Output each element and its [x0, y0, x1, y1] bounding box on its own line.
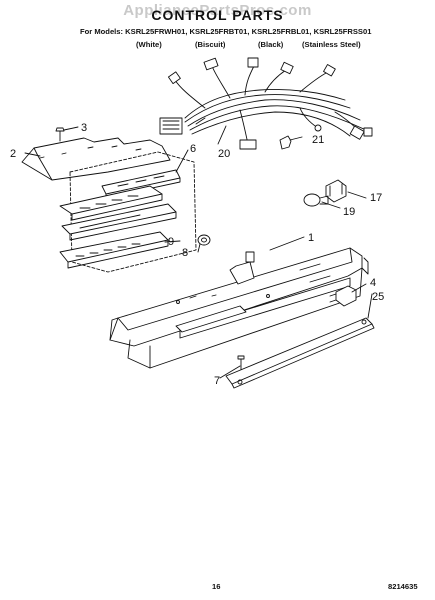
finish-white: (White) [136, 40, 162, 49]
finish-black: (Black) [258, 40, 284, 49]
page-number: 16 [212, 582, 221, 591]
callout-2: 2 [10, 148, 16, 160]
document-number: 8214635 [388, 582, 418, 591]
callout-9: 9 [168, 236, 174, 248]
callout-25: 25 [372, 291, 384, 303]
harness-clip [279, 135, 292, 150]
callout-17: 17 [370, 192, 382, 204]
display-board [61, 203, 177, 241]
callout-6: 6 [190, 143, 196, 155]
callout-20: 20 [218, 148, 230, 160]
models-line: For Models: KSRL25FRWH01, KSRL25FRBT01, … [80, 27, 372, 36]
circuit-board-9 [59, 231, 169, 269]
watermark: AppliancePartsPros.com [123, 2, 312, 19]
control-housing [109, 247, 369, 369]
lamp-socket [325, 179, 347, 203]
callout-19: 19 [343, 206, 355, 218]
harness-connectors [159, 57, 373, 150]
finish-biscuit: (Biscuit) [195, 40, 226, 49]
finish-stainless: (Stainless Steel) [302, 40, 361, 49]
screw-3 [55, 127, 65, 142]
screw-7 [237, 355, 245, 372]
light-bulb [303, 193, 329, 207]
callout-7: 7 [214, 375, 220, 387]
control-panel-trim [225, 317, 375, 389]
callout-21: 21 [312, 134, 324, 146]
control-cover [21, 137, 171, 181]
switch [329, 285, 357, 307]
grommet [197, 234, 211, 246]
callout-3: 3 [81, 122, 87, 134]
callout-8: 8 [182, 247, 188, 259]
board-assembly-outline [69, 151, 197, 273]
callout-4: 4 [370, 277, 376, 289]
control-board [59, 185, 163, 221]
callout-1: 1 [308, 232, 314, 244]
wire-harness [174, 65, 371, 145]
leader-lines [24, 125, 373, 379]
page-title: CONTROL PARTS [151, 7, 284, 23]
